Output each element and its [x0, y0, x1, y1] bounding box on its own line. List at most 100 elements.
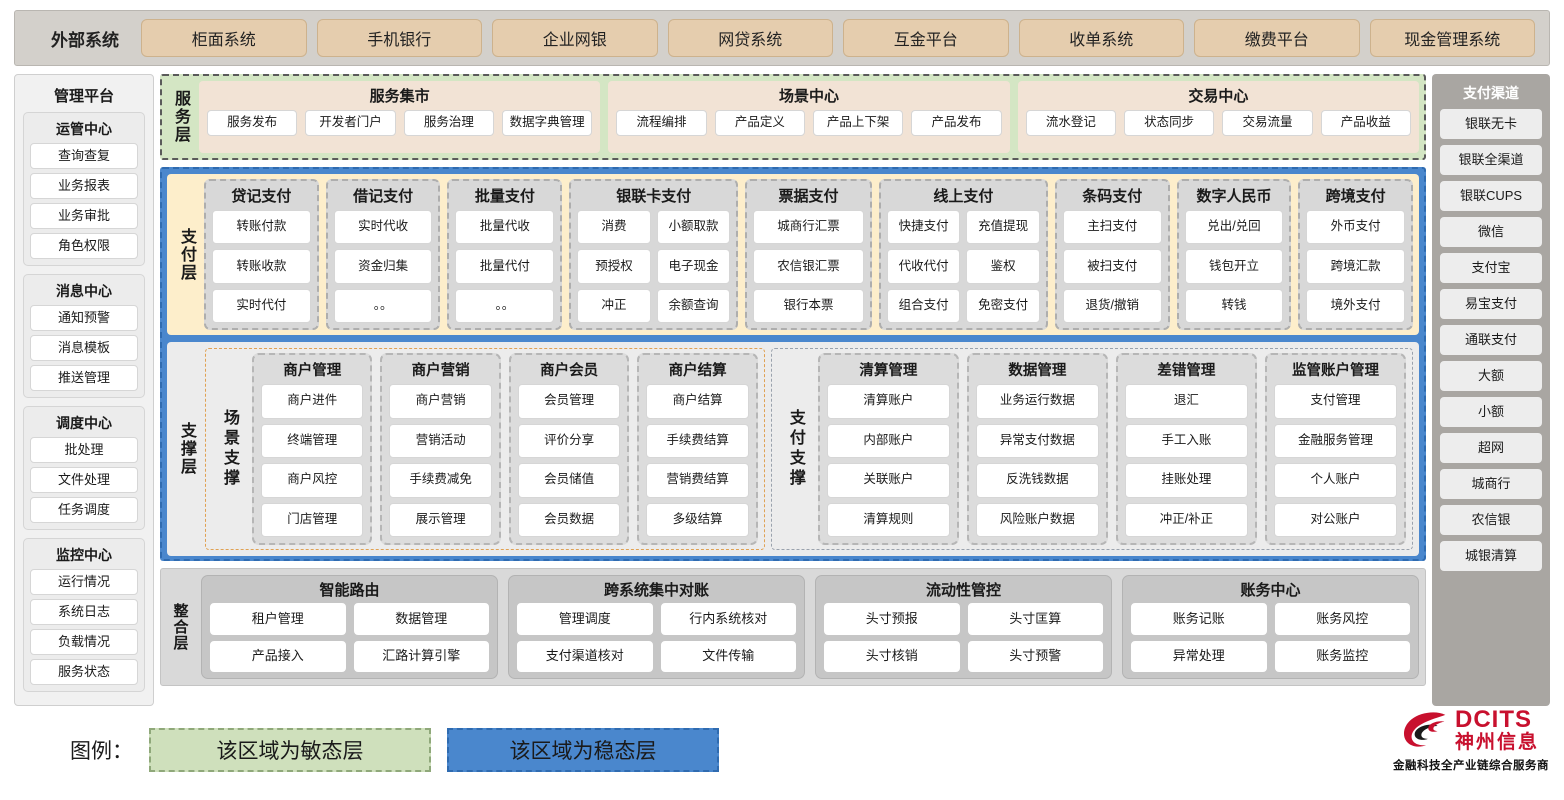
integration-item[interactable]: 汇路计算引擎 [353, 640, 489, 672]
payment-support-item[interactable]: 业务运行数据 [975, 384, 1099, 419]
scene-item[interactable]: 营销活动 [389, 423, 492, 458]
payment-item[interactable]: 境外支付 [1306, 288, 1406, 323]
external-system-item[interactable]: 柜面系统 [141, 19, 307, 57]
external-system-item[interactable]: 互金平台 [843, 19, 1009, 57]
payment-item[interactable]: 被扫支付 [1062, 249, 1162, 284]
service-item[interactable]: 服务治理 [403, 110, 494, 136]
integration-item[interactable]: 账务监控 [1274, 640, 1410, 672]
external-system-item[interactable]: 收单系统 [1018, 19, 1184, 57]
management-item[interactable]: 服务状态 [30, 659, 138, 685]
integration-item[interactable]: 文件传输 [660, 640, 796, 672]
integration-item[interactable]: 支付渠道核对 [517, 640, 653, 672]
service-item[interactable]: 开发者门户 [305, 110, 396, 136]
payment-item[interactable]: 退货/撤销 [1062, 288, 1162, 323]
service-item[interactable]: 流水登记 [1025, 110, 1116, 136]
payment-item[interactable]: 批量代收 [455, 210, 555, 245]
payment-item[interactable]: 组合支付 [886, 288, 961, 323]
management-item[interactable]: 消息模板 [30, 335, 138, 361]
scene-item[interactable]: 会员数据 [517, 502, 621, 537]
payment-channel-item[interactable]: 通联支付 [1440, 325, 1542, 355]
scene-item[interactable]: 终端管理 [261, 423, 364, 458]
scene-item[interactable]: 商户结算 [646, 384, 749, 419]
payment-item[interactable]: 。。 [455, 288, 555, 323]
integration-item[interactable]: 头寸预报 [824, 603, 960, 635]
payment-item[interactable]: 跨境汇款 [1306, 249, 1406, 284]
scene-item[interactable]: 会员储值 [517, 463, 621, 498]
payment-channel-item[interactable]: 小额 [1440, 397, 1542, 427]
payment-support-item[interactable]: 手工入账 [1124, 423, 1248, 458]
scene-item[interactable]: 手续费结算 [646, 423, 749, 458]
payment-item[interactable]: 转钱 [1184, 288, 1284, 323]
service-item[interactable]: 产品上下架 [812, 110, 904, 136]
payment-item[interactable]: 实时代付 [212, 288, 311, 323]
integration-item[interactable]: 数据管理 [353, 603, 489, 635]
management-item[interactable]: 通知预警 [30, 305, 138, 331]
service-item[interactable]: 产品定义 [714, 110, 805, 136]
scene-item[interactable]: 营销费结算 [646, 463, 749, 498]
payment-support-item[interactable]: 清算账户 [826, 384, 950, 419]
payment-channel-item[interactable]: 超网 [1440, 433, 1542, 463]
payment-support-item[interactable]: 支付管理 [1273, 384, 1397, 419]
payment-channel-item[interactable]: 城银清算 [1440, 541, 1542, 571]
management-item[interactable]: 运行情况 [30, 569, 138, 595]
payment-item[interactable]: 免密支付 [966, 288, 1040, 323]
management-item[interactable]: 任务调度 [30, 497, 138, 523]
payment-channel-item[interactable]: 支付宝 [1440, 253, 1542, 283]
payment-item[interactable]: 实时代收 [333, 210, 433, 245]
scene-item[interactable]: 商户风控 [261, 463, 364, 498]
payment-support-item[interactable]: 冲正/补正 [1124, 502, 1248, 537]
integration-item[interactable]: 异常处理 [1131, 640, 1267, 672]
management-item[interactable]: 文件处理 [30, 467, 138, 493]
payment-item[interactable]: 。。 [333, 288, 433, 323]
payment-item[interactable]: 转账付款 [212, 210, 311, 245]
payment-support-item[interactable]: 风险账户数据 [975, 502, 1099, 537]
scene-item[interactable]: 商户营销 [389, 384, 492, 419]
payment-support-item[interactable]: 金融服务管理 [1273, 423, 1397, 458]
management-item[interactable]: 查询查复 [30, 143, 138, 169]
integration-item[interactable]: 管理调度 [517, 603, 653, 635]
payment-channel-item[interactable]: 银联无卡 [1440, 109, 1542, 139]
management-item[interactable]: 负载情况 [30, 629, 138, 655]
payment-support-item[interactable]: 关联账户 [826, 463, 950, 498]
service-item[interactable]: 服务发布 [207, 110, 298, 136]
payment-support-item[interactable]: 退汇 [1124, 384, 1248, 419]
payment-item[interactable]: 兑出/兑回 [1184, 210, 1284, 245]
management-item[interactable]: 业务报表 [30, 173, 138, 199]
payment-channel-item[interactable]: 易宝支付 [1440, 289, 1542, 319]
payment-support-item[interactable]: 挂账处理 [1124, 463, 1248, 498]
payment-item[interactable]: 预授权 [577, 249, 651, 284]
payment-item[interactable]: 代收代付 [886, 249, 961, 284]
payment-channel-item[interactable]: 城商行 [1440, 469, 1542, 499]
management-item[interactable]: 系统日志 [30, 599, 138, 625]
integration-item[interactable]: 头寸核销 [824, 640, 960, 672]
payment-item[interactable]: 充值提现 [966, 210, 1040, 245]
external-system-item[interactable]: 缴费平台 [1194, 19, 1360, 57]
management-item[interactable]: 角色权限 [30, 233, 138, 259]
scene-item[interactable]: 多级结算 [646, 502, 749, 537]
service-item[interactable]: 状态同步 [1123, 110, 1215, 136]
management-item[interactable]: 批处理 [30, 437, 138, 463]
service-item[interactable]: 产品发布 [911, 110, 1002, 136]
payment-item[interactable]: 转账收款 [212, 249, 311, 284]
scene-item[interactable]: 手续费减免 [389, 463, 492, 498]
integration-item[interactable]: 头寸预警 [967, 640, 1103, 672]
payment-item[interactable]: 钱包开立 [1184, 249, 1284, 284]
integration-item[interactable]: 账务风控 [1274, 603, 1410, 635]
external-system-item[interactable]: 企业网银 [492, 19, 658, 57]
scene-item[interactable]: 门店管理 [261, 502, 364, 537]
payment-item[interactable]: 消费 [577, 210, 651, 245]
integration-item[interactable]: 头寸匡算 [967, 603, 1103, 635]
management-item[interactable]: 业务审批 [30, 203, 138, 229]
payment-item[interactable]: 主扫支付 [1062, 210, 1162, 245]
integration-item[interactable]: 行内系统核对 [660, 603, 796, 635]
external-system-item[interactable]: 现金管理系统 [1369, 19, 1535, 57]
external-system-item[interactable]: 手机银行 [316, 19, 482, 57]
payment-item[interactable]: 资金归集 [333, 249, 433, 284]
scene-item[interactable]: 展示管理 [389, 502, 492, 537]
payment-item[interactable]: 电子现金 [656, 249, 731, 284]
payment-item[interactable]: 余额查询 [656, 288, 731, 323]
integration-item[interactable]: 租户管理 [210, 603, 346, 635]
payment-support-item[interactable]: 内部账户 [826, 423, 950, 458]
payment-support-item[interactable]: 异常支付数据 [975, 423, 1099, 458]
payment-support-item[interactable]: 反洗钱数据 [975, 463, 1099, 498]
